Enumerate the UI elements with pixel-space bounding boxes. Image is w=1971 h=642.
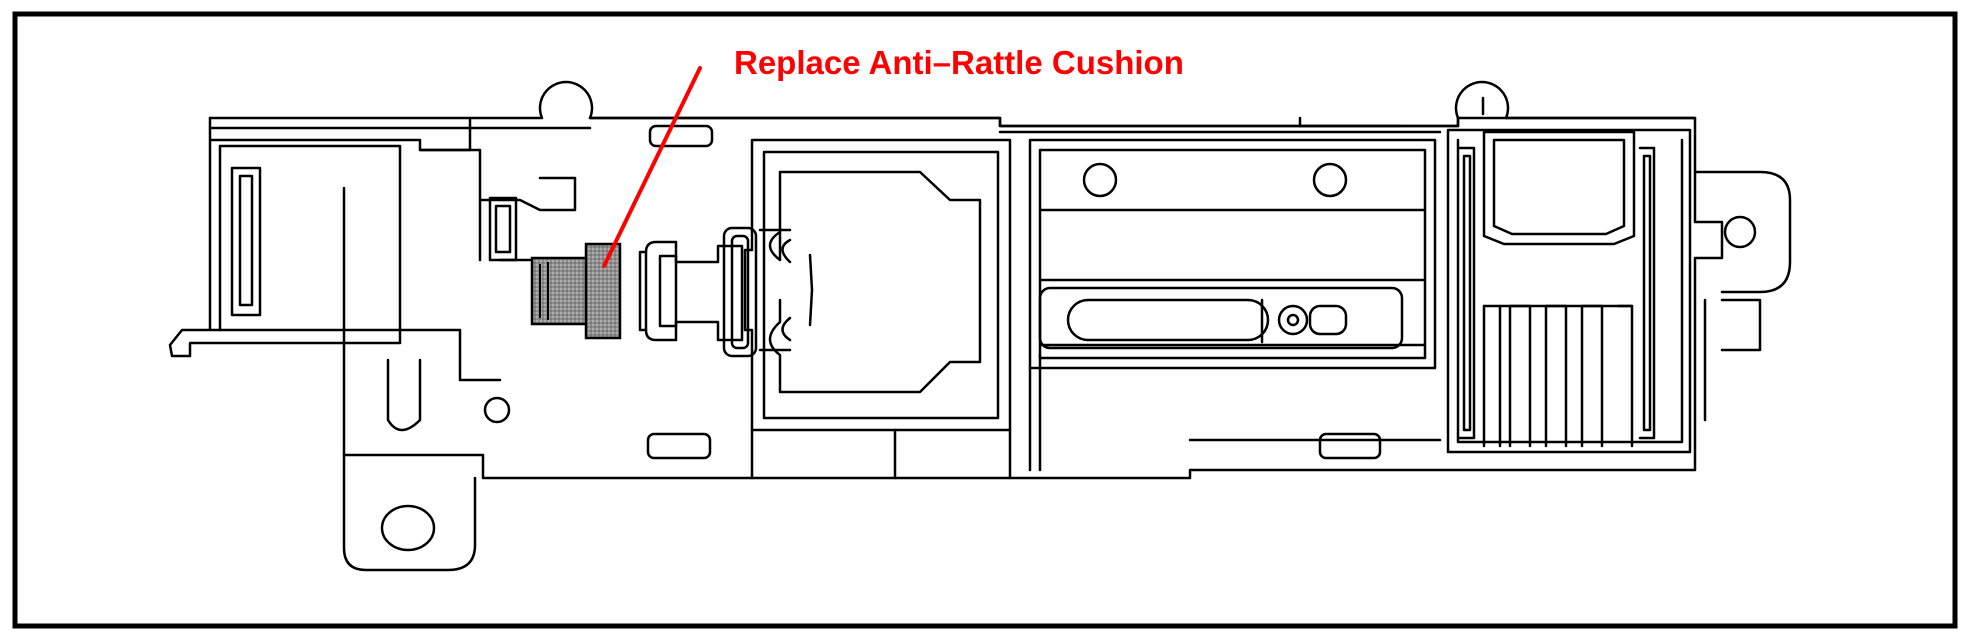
bottom-left-tab xyxy=(342,453,477,572)
bottom-left-tab-hole xyxy=(380,504,436,552)
top-edge-inner xyxy=(208,126,1442,134)
latch-slot xyxy=(488,196,518,262)
slider-knob xyxy=(1308,304,1348,336)
anti-rattle-cushion-icon xyxy=(530,242,622,340)
receiver-housing xyxy=(743,138,1012,432)
receiver-inner xyxy=(762,150,1000,420)
slider-housing-inner xyxy=(1038,148,1427,360)
slider-rails xyxy=(1028,353,1442,472)
comb-bracket-inner xyxy=(1456,138,1684,444)
latch-handle-inner xyxy=(218,144,402,332)
right-tab xyxy=(1693,170,1792,294)
top-rail-right xyxy=(1298,116,1402,128)
comb-right-rail xyxy=(1638,146,1656,440)
bottom-slot-left xyxy=(646,432,712,460)
comb-teeth xyxy=(1482,304,1634,448)
plunger-collar xyxy=(722,226,758,358)
outer-border xyxy=(12,11,1958,629)
spring-clip xyxy=(758,228,814,352)
plunger-rod-housing xyxy=(638,250,678,332)
comb-top-box xyxy=(1482,130,1636,246)
slider-hole-right xyxy=(1312,162,1348,198)
latch-slot-inner xyxy=(494,204,512,254)
bottom-slot-right xyxy=(1318,432,1382,460)
slider-slot xyxy=(1066,298,1270,342)
latch-handle-outer xyxy=(168,116,472,362)
top-slot-left xyxy=(648,124,714,148)
comb-left-rail xyxy=(1458,146,1476,440)
slider-housing xyxy=(1028,138,1437,370)
receiver-pocket xyxy=(768,170,982,394)
callout-label: Replace Anti–Rattle Cushion xyxy=(734,44,1184,81)
top-edge xyxy=(208,80,1697,128)
leader-line xyxy=(602,66,702,268)
plunger-collar-inner xyxy=(730,234,750,350)
receiver-base xyxy=(750,428,1012,480)
plunger xyxy=(644,240,744,342)
slider-pin-outer xyxy=(1277,304,1309,336)
latch-lower-arm xyxy=(386,358,502,432)
small-hole-left xyxy=(483,396,511,424)
right-tab-hole xyxy=(1723,215,1757,249)
slider-track xyxy=(1038,286,1404,350)
latch-window xyxy=(230,166,262,317)
comb-bracket-outline xyxy=(1446,128,1692,454)
comb-top-box-inner xyxy=(1492,138,1626,236)
slider-pin-inner xyxy=(1286,313,1300,327)
right-clip xyxy=(1703,298,1762,422)
slider-hole-left xyxy=(1082,162,1118,198)
